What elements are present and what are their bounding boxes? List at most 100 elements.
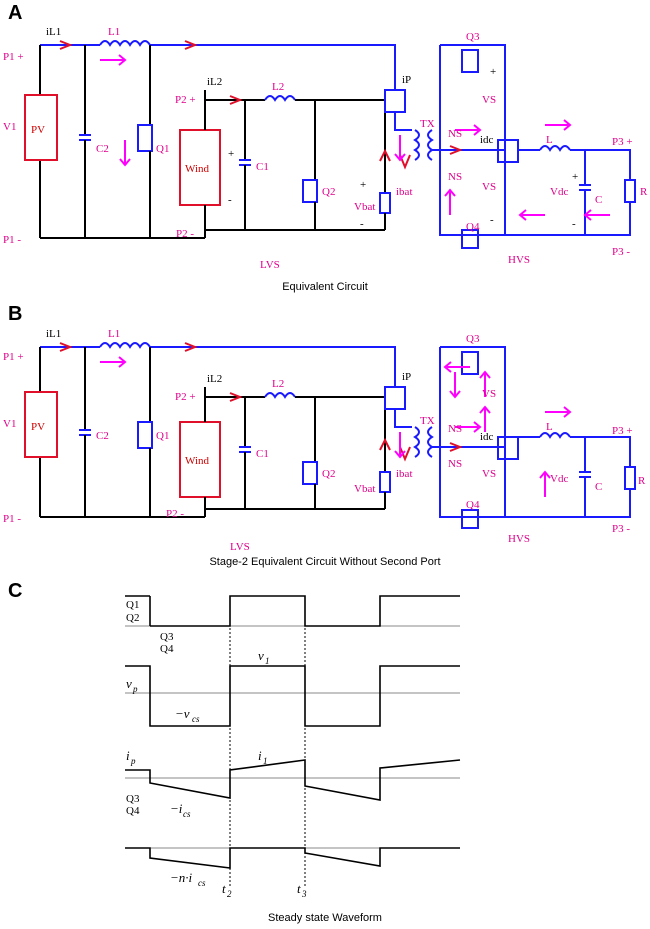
wf-q3-b: Q3 [126, 793, 140, 805]
wf-q4-b: Q4 [126, 805, 140, 817]
wf-ip: i [126, 748, 130, 763]
label-ns-top-b: NS [448, 423, 462, 435]
plus-c1: + [228, 148, 234, 160]
label-c2: C2 [96, 143, 109, 155]
circuit-diagram-a: PV Wind [3, 26, 648, 271]
label-q1-b: Q1 [156, 430, 169, 442]
wf-t2-sub: 2 [227, 889, 232, 899]
label-vs-top-b: VS [482, 388, 496, 400]
label-l1-b: L1 [108, 328, 120, 340]
label-c1-b: C1 [256, 448, 269, 460]
label-p3minus: P3 - [612, 246, 630, 258]
label-v1-b: V1 [3, 418, 16, 430]
label-il1-b: iL1 [46, 328, 61, 340]
label-ip: iP [402, 74, 411, 86]
wf-t2: t [222, 881, 226, 896]
label-r: R [640, 186, 648, 198]
wf-mics: −i [170, 801, 183, 816]
wf-v1: v [258, 648, 264, 663]
caption-equivalent-circuit: Equivalent Circuit [282, 281, 368, 293]
label-vdc: Vdc [550, 186, 568, 198]
minus-vs: - [490, 214, 494, 226]
wf-i1-sub: 1 [263, 756, 268, 766]
label-tx: TX [420, 118, 435, 130]
label-p1plus-b: P1 + [3, 351, 24, 363]
label-p1plus: P1 + [3, 51, 24, 63]
label-l-b: L [546, 421, 553, 433]
label-il1: iL1 [46, 26, 61, 38]
pv-label: PV [31, 124, 45, 136]
panel-letter-b: B [8, 303, 23, 325]
wf-q3: Q3 [160, 631, 174, 643]
label-p3minus-b: P3 - [612, 523, 630, 535]
label-idc: idc [480, 134, 494, 146]
label-vbat-b: Vbat [354, 483, 375, 495]
wind-label-b: Wind [185, 455, 209, 467]
label-lvs-b: LVS [230, 541, 250, 553]
minus-wind: - [228, 194, 232, 206]
label-l: L [546, 134, 553, 146]
wf-i1: i [258, 748, 262, 763]
panel-letter-a: A [8, 2, 23, 24]
wf-t3-sub: 3 [301, 889, 307, 899]
label-q2: Q2 [322, 186, 335, 198]
wf-q1: Q1 [126, 599, 139, 611]
label-ns-bottom-b: NS [448, 458, 462, 470]
label-v1: V1 [3, 121, 16, 133]
pv-label-b: PV [31, 421, 45, 433]
plus-vs: + [490, 66, 496, 78]
label-vs-bottom: VS [482, 181, 496, 193]
label-p1minus-b: P1 - [3, 513, 21, 525]
label-c-b: C [595, 481, 602, 493]
label-idc-b: idc [480, 431, 494, 443]
label-ns-bottom: NS [448, 171, 462, 183]
wf-v1-sub: 1 [265, 656, 270, 666]
label-l2-b: L2 [272, 378, 284, 390]
wf-mics-sub: cs [183, 809, 191, 819]
label-ip-b: iP [402, 371, 411, 383]
label-p3plus: P3 + [612, 136, 633, 148]
plus-vdc: + [572, 171, 578, 183]
label-c2-b: C2 [96, 430, 109, 442]
label-vs-bottom-b: VS [482, 468, 496, 480]
label-c: C [595, 194, 602, 206]
label-p1minus: P1 - [3, 234, 21, 246]
label-l1: L1 [108, 26, 120, 38]
wf-q2: Q2 [126, 612, 139, 624]
caption-steady-state: Steady state Waveform [268, 912, 382, 924]
label-hvs: HVS [508, 254, 530, 266]
label-l2: L2 [272, 81, 284, 93]
wind-label: Wind [185, 163, 209, 175]
label-c1: C1 [256, 161, 269, 173]
label-vbat: Vbat [354, 201, 375, 213]
wf-t3: t [297, 881, 301, 896]
wf-ip-sub: p [130, 756, 136, 766]
label-q3-b: Q3 [466, 333, 480, 345]
label-q1: Q1 [156, 143, 169, 155]
label-vs-top: VS [482, 94, 496, 106]
label-p2plus-b: P2 + [175, 391, 196, 403]
minus-vdc: - [572, 218, 576, 230]
minus-bat: - [360, 218, 364, 230]
label-ns-top: NS [448, 128, 462, 140]
label-q3: Q3 [466, 31, 480, 43]
label-hvs-b: HVS [508, 533, 530, 545]
circuit-diagram-b: PV Wind iL1 L1 P1 + P1 - V1 [3, 328, 646, 553]
wf-vp: v [126, 676, 132, 691]
wf-mnics: −n·i [170, 870, 193, 885]
label-ibat: ibat [396, 186, 413, 198]
label-il2: iL2 [207, 76, 222, 88]
label-ibat-b: ibat [396, 468, 413, 480]
caption-stage2-circuit: Stage-2 Equivalent Circuit Without Secon… [209, 556, 441, 568]
plus-bat: + [360, 179, 366, 191]
label-p3plus-b: P3 + [612, 425, 633, 437]
label-q4-b: Q4 [466, 499, 480, 511]
label-q2-b: Q2 [322, 468, 335, 480]
label-r-b: R [638, 475, 646, 487]
steady-state-waveform: Q1 Q2 Q3 Q4 v p v 1 −v cs i p i 1 Q3 Q4 … [125, 595, 461, 899]
label-p2plus: P2 + [175, 94, 196, 106]
label-vdc-b: Vdc [550, 473, 568, 485]
label-tx-b: TX [420, 415, 435, 427]
wf-vp-sub: p [132, 684, 138, 694]
wf-mvcs-sub: cs [192, 714, 200, 724]
